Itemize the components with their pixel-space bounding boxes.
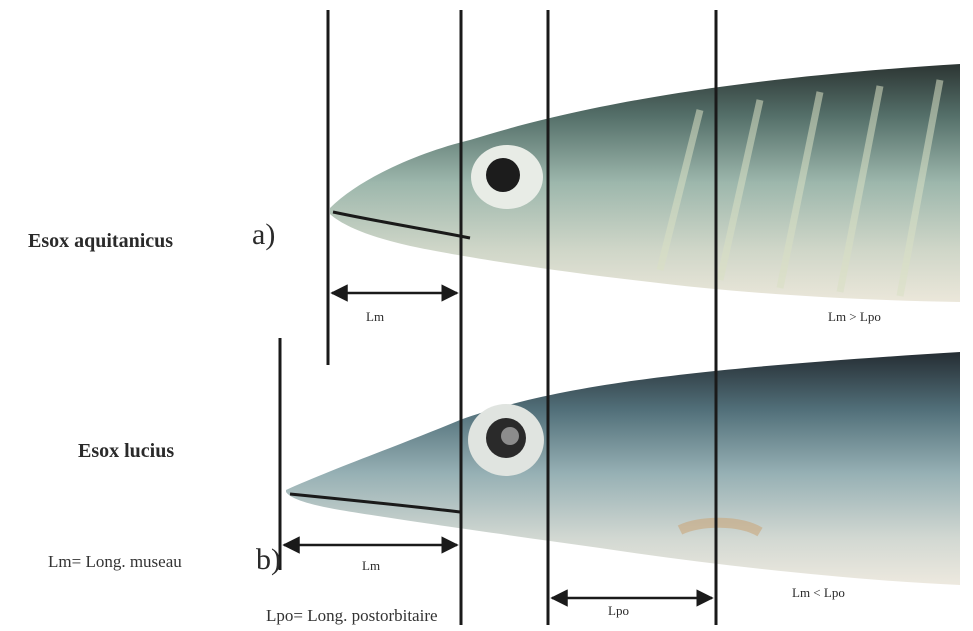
species-a-tag: a) <box>252 218 275 252</box>
species-b-name: Esox lucius <box>78 440 174 463</box>
fish-a-image <box>330 64 960 302</box>
fish-b-image <box>286 352 960 585</box>
fish-a-eye <box>486 158 520 192</box>
fish-b-eye-glint <box>501 427 519 445</box>
species-a-name: Esox aquitanicus <box>28 230 173 253</box>
fish-b-body <box>286 352 960 585</box>
species-b-tag: b) <box>256 543 281 577</box>
label-a-ratio: Lm > Lpo <box>828 309 881 325</box>
legend-lm: Lm= Long. museau <box>48 552 182 572</box>
label-b-lm: Lm <box>362 558 380 574</box>
label-b-lpo: Lpo <box>608 603 629 619</box>
fish-a-body <box>330 64 960 302</box>
label-b-ratio: Lm < Lpo <box>792 585 845 601</box>
label-a-lm: Lm <box>366 309 384 325</box>
legend-lpo: Lpo= Long. postorbitaire <box>266 606 438 626</box>
